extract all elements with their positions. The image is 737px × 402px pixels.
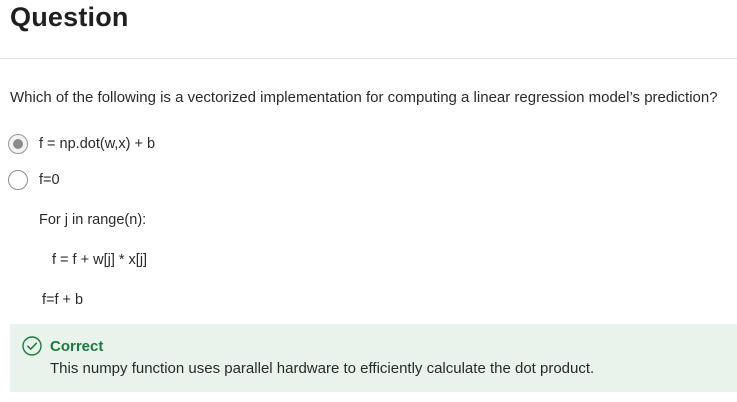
feedback-status: Correct	[50, 338, 104, 355]
option-code-line: f = f + w[j] * x[j]	[52, 252, 148, 268]
option-label: f=0	[39, 172, 60, 188]
feedback-panel: Correct This numpy function uses paralle…	[10, 324, 737, 392]
feedback-message: This numpy function uses parallel hardwa…	[50, 360, 595, 377]
option-code-line: f=f + b	[42, 292, 84, 308]
check-circle-icon	[22, 336, 42, 356]
page-title: Question	[10, 2, 129, 32]
radio-unselected[interactable]	[8, 170, 28, 190]
radio-dot	[13, 139, 23, 149]
header-divider	[0, 58, 737, 59]
option-vectorized[interactable]: f = np.dot(w,x) + b	[8, 134, 155, 154]
option-label: f = np.dot(w,x) + b	[39, 136, 156, 152]
radio-selected[interactable]	[8, 134, 28, 154]
option-code-line: For j in range(n):	[39, 212, 147, 228]
option-loop[interactable]: f=0	[8, 170, 60, 190]
question-prompt: Which of the following is a vectorized i…	[10, 89, 718, 106]
